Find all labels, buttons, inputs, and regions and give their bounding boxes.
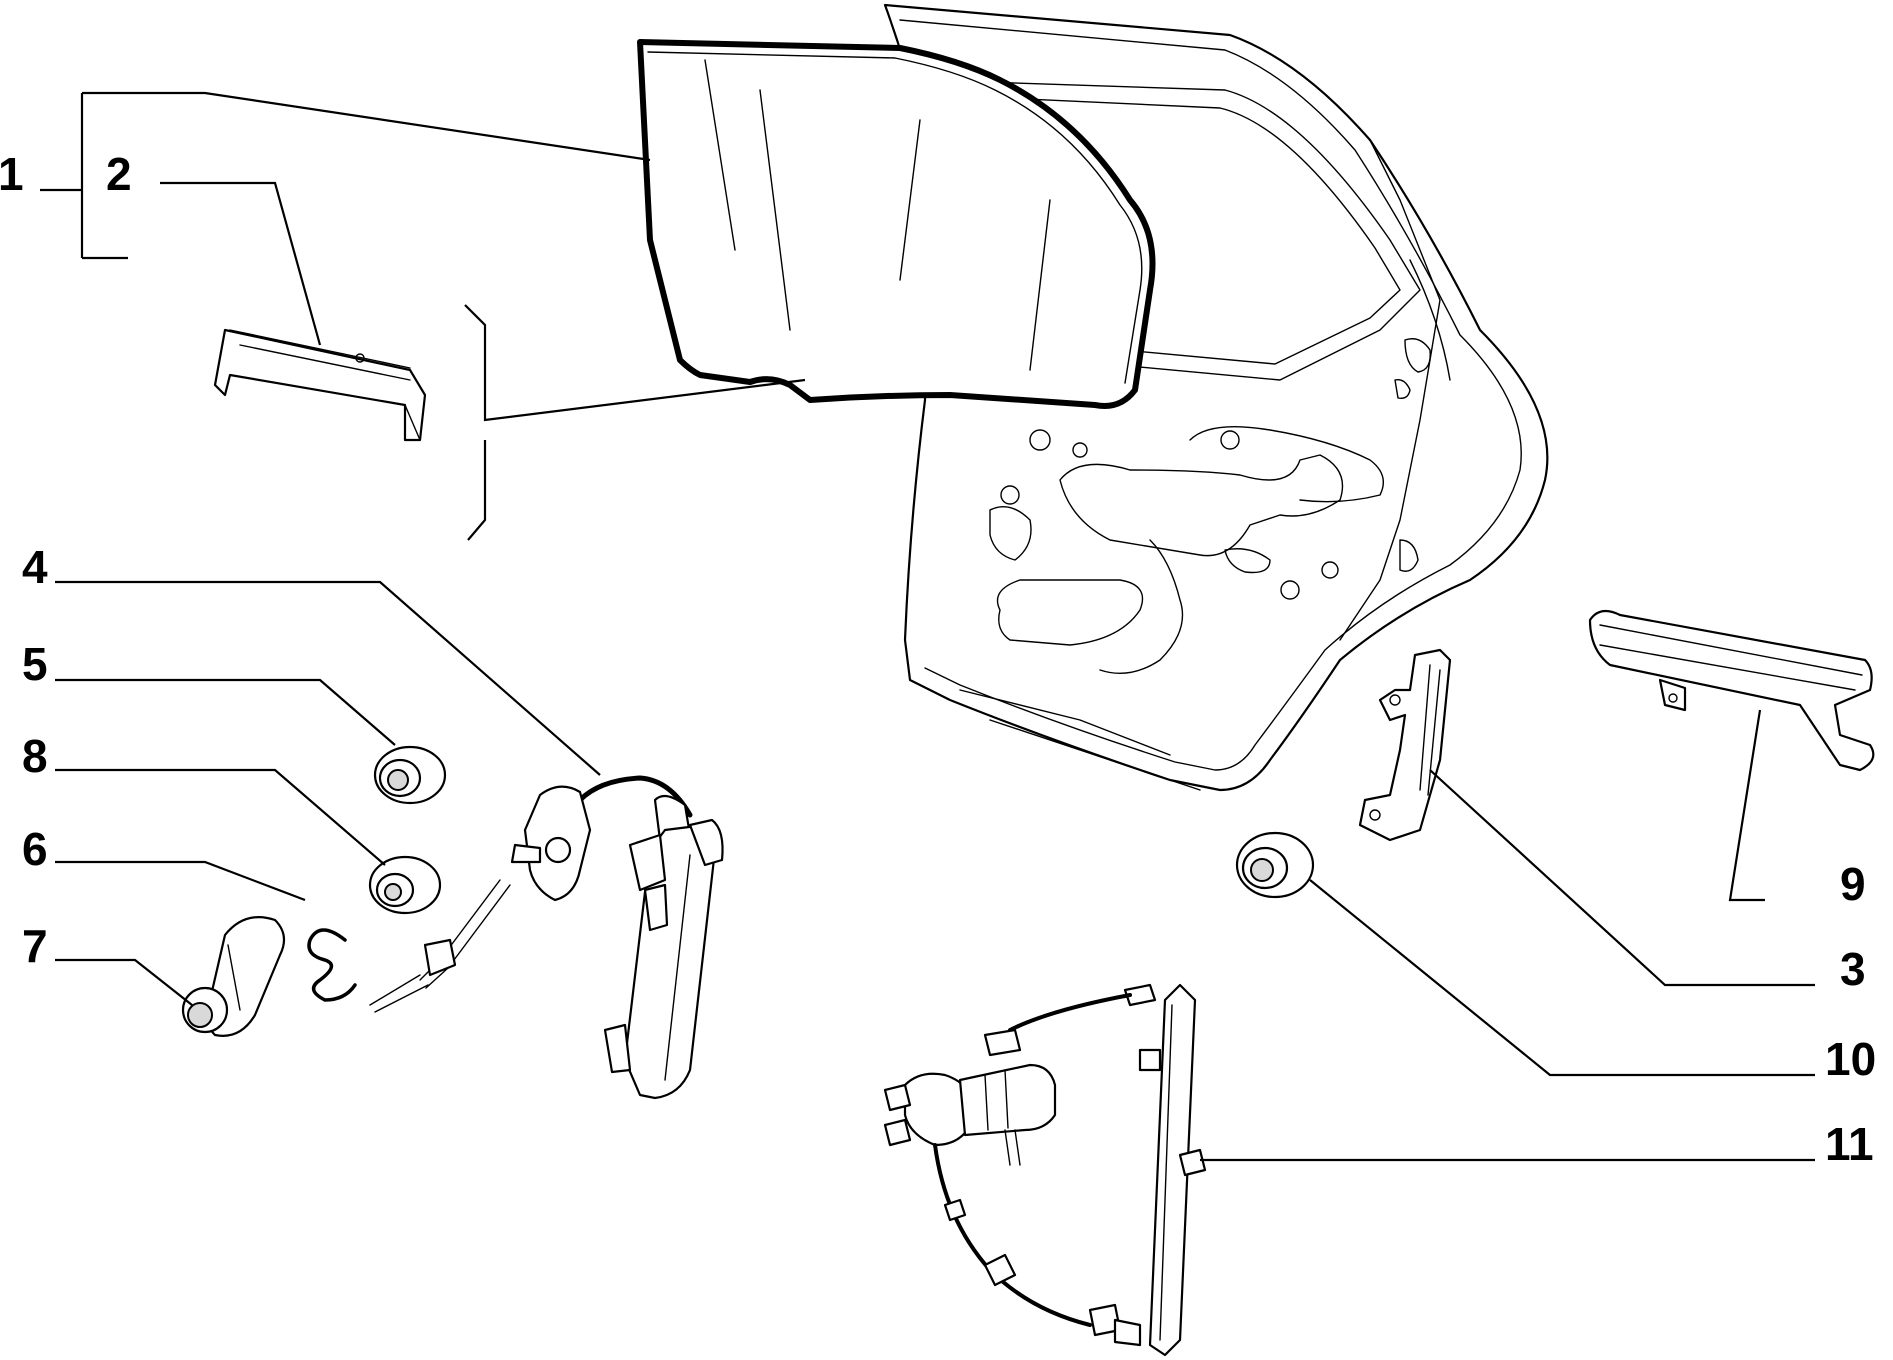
callout-11: 11 [1825, 1118, 1874, 1170]
glass-channel-strip [213, 328, 427, 442]
callout-9: 9 [1840, 858, 1866, 910]
leader-lines [40, 91, 1815, 1162]
callout-10: 10 [1825, 1033, 1876, 1085]
callout-5: 5 [22, 638, 48, 690]
rear-guide-part-3 [1358, 648, 1452, 842]
leader-10 [1309, 879, 1815, 1077]
callout-2: 2 [106, 148, 132, 200]
leader-5 [55, 678, 396, 746]
leader-9 [1728, 709, 1765, 902]
window-crank-handle [181, 916, 286, 1037]
callout-6: 6 [22, 823, 48, 875]
bush-part-8 [368, 855, 442, 915]
leader-6 [55, 860, 306, 902]
callout-7: 7 [22, 920, 48, 972]
leader-4 [55, 580, 601, 776]
window-glass [637, 39, 1156, 409]
leader-1 [40, 91, 651, 260]
leader-7 [55, 958, 193, 1006]
manual-window-regulator [369, 775, 724, 1100]
nut-part-5 [373, 745, 447, 805]
callout-8: 8 [22, 730, 48, 782]
leader-2 [160, 181, 322, 346]
spring-clip-part-6 [307, 928, 357, 1002]
power-window-regulator [883, 983, 1207, 1357]
callout-labels: 1 2 4 5 8 6 7 9 3 10 11 [0, 148, 1876, 1170]
leader-3 [1429, 769, 1815, 987]
callout-1: 1 [0, 148, 24, 200]
channel-guide-part-9 [1588, 609, 1875, 772]
leader-8 [55, 768, 386, 866]
leader-1b [464, 304, 806, 541]
nut-part-10 [1235, 831, 1315, 899]
callout-3: 3 [1840, 943, 1866, 995]
callout-4: 4 [22, 541, 48, 593]
